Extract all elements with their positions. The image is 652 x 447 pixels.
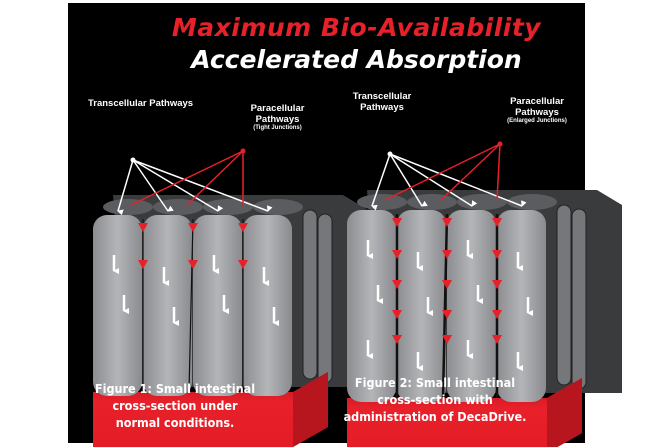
fig2-paracellular-text: Paracellular Pathways [510, 96, 564, 118]
side-cell [302, 209, 318, 380]
transcellular-pointer [132, 159, 174, 212]
caption-line: normal conditions. [115, 415, 235, 430]
caption-line: administration of DecaDrive. [343, 409, 527, 424]
paracellular-hub [497, 141, 503, 147]
paracellular-arrow [238, 223, 248, 232]
fig1-paracellular-text: Paracellular Pathways [250, 103, 305, 125]
transcellular-hub [130, 157, 136, 163]
fig1-transcellular-label: Transcellular Pathways [88, 98, 194, 109]
fig2-paracellular-note: (Enlarged Junctions) [507, 118, 567, 124]
paracellular-pointer [186, 150, 244, 206]
epithelial-cell [143, 215, 192, 396]
paracellular-arrow [138, 223, 148, 232]
epithelial-cell [397, 210, 446, 402]
caption-line: Figure 1: Small intestinal [94, 381, 256, 396]
cell-top [203, 199, 253, 215]
cell-top [407, 194, 457, 210]
paracellular-arrow [492, 218, 502, 227]
paracellular-arrow [392, 218, 402, 227]
transcellular-pointer [117, 159, 134, 216]
paracellular-arrow [442, 218, 452, 227]
paracellular-pointer [440, 143, 501, 201]
paracellular-arrow [238, 260, 248, 269]
paracellular-arrow [188, 260, 198, 269]
paracellular-arrow [392, 310, 402, 319]
paracellular-arrow [442, 335, 452, 344]
paracellular-hub [240, 148, 246, 154]
caption-line: cross-section under [112, 398, 238, 413]
tissue-base [347, 378, 582, 447]
side-cell [556, 204, 572, 386]
tissue-base-side [293, 372, 328, 447]
figure-1-caption: Figure 1: Small intestinal cross-section… [85, 380, 265, 431]
fig2-paracellular-label: Paracellular Pathways(Enlarged Junctions… [496, 96, 578, 125]
epithelial-cell [93, 215, 142, 396]
transcellular-pointer [132, 159, 224, 212]
paracellular-arrow [492, 250, 502, 259]
transcellular-pointer [389, 153, 527, 207]
side-cell [571, 208, 587, 390]
fig2-transcellular-label: Transcellular Pathways [352, 91, 412, 113]
epithelial-cell [193, 215, 242, 396]
caption-line: Figure 2: Small intestinal [354, 375, 516, 390]
paracellular-arrow [442, 250, 452, 259]
cell-top [103, 199, 153, 215]
tight-junction [188, 218, 194, 393]
transcellular-pointer [389, 153, 478, 207]
title-line-1: Maximum Bio-Availability [171, 13, 542, 42]
epithelial-cell [347, 210, 396, 402]
paracellular-pointer [130, 150, 244, 206]
transcellular-pointer [389, 153, 428, 207]
cell-top [253, 199, 303, 215]
epithelial-cell [447, 210, 496, 402]
paracellular-arrow [392, 280, 402, 289]
transcellular-hub [387, 151, 393, 157]
paracellular-arrow [188, 223, 198, 232]
epithelial-cell [243, 215, 292, 396]
figure-1-diagram [93, 148, 368, 447]
paracellular-arrow [138, 260, 148, 269]
fig1-paracellular-note: (Tight Junctions) [253, 125, 302, 131]
cell-top [153, 199, 203, 215]
epithelial-cell [497, 210, 546, 402]
transcellular-pointer [132, 159, 273, 212]
paracellular-arrow [492, 280, 502, 289]
side-cell [317, 213, 333, 384]
cell-top [357, 194, 407, 210]
title-line-2: Accelerated Absorption [191, 45, 522, 74]
tissue-base-side [547, 378, 582, 447]
caption-line: cross-section with [377, 392, 493, 407]
paracellular-pointer [384, 143, 501, 201]
paracellular-arrow [442, 280, 452, 289]
figure-2-diagram [347, 141, 622, 447]
paracellular-arrow [492, 335, 502, 344]
figure-2-caption: Figure 2: Small intestinal cross-section… [335, 374, 535, 425]
tight-junction [441, 213, 449, 399]
cell-top [457, 194, 507, 210]
fig1-paracellular-label: Paracellular Pathways(Tight Junctions) [240, 103, 315, 132]
cell-top [507, 194, 557, 210]
paracellular-pointer [496, 143, 501, 201]
tissue-base [93, 372, 328, 447]
paracellular-arrow [392, 250, 402, 259]
paracellular-arrow [442, 310, 452, 319]
paracellular-arrow [392, 335, 402, 344]
paracellular-arrow [492, 310, 502, 319]
transcellular-pointer [371, 153, 391, 211]
